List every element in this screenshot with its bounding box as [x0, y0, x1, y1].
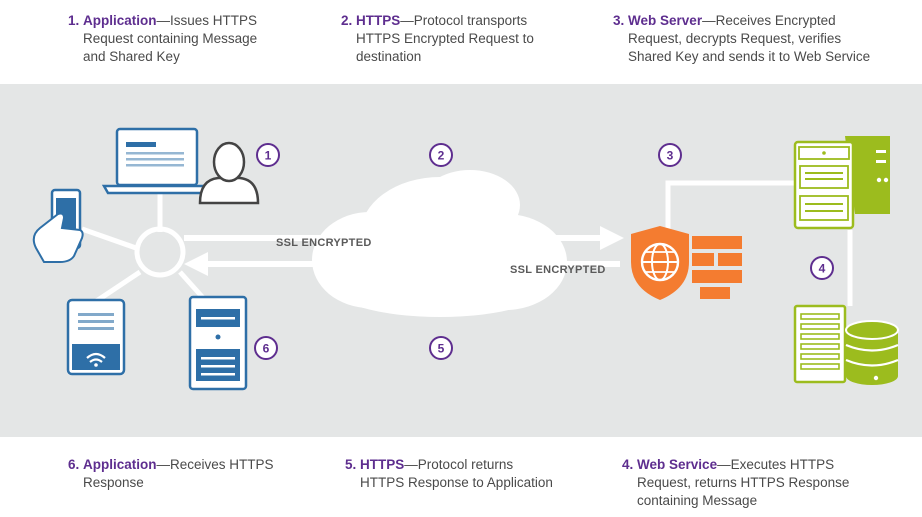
step-text: —Protocol transports	[400, 13, 528, 28]
step-number: 6.	[68, 457, 80, 472]
step-text: Request, returns HTTPS Response	[637, 475, 850, 490]
hub-connections	[81, 186, 207, 305]
step-4-description: 4. Web Service—Executes HTTPS Request, r…	[622, 456, 849, 510]
laptop-icon	[101, 127, 213, 195]
step-text: destination	[356, 49, 422, 64]
step-text: containing Message	[637, 493, 758, 508]
step-text: —Protocol returns	[404, 457, 514, 472]
step-title: HTTPS	[360, 457, 405, 472]
ssl-encrypted-label-response: SSL ENCRYPTED	[510, 264, 606, 276]
database-server-icon	[793, 304, 899, 385]
step-text: —Receives HTTPS	[156, 457, 274, 472]
step-marker-6: 6	[254, 336, 278, 360]
web-server-icon	[793, 136, 890, 230]
step-marker-4: 4	[810, 256, 834, 280]
step-text: and Shared Key	[83, 49, 180, 64]
step-text: HTTPS Response to Application	[360, 475, 553, 490]
step-text: Request containing Message	[83, 31, 258, 46]
step-marker-label: 6	[263, 342, 270, 356]
step-text: —Receives Encrypted	[702, 13, 836, 28]
step-text: HTTPS Encrypted Request to	[356, 31, 534, 46]
cloud-icon	[312, 170, 567, 317]
step-6-description: 6. Application—Receives HTTPS Response	[68, 456, 274, 492]
step-number: 5.	[345, 457, 357, 472]
step-text: Request, decrypts Request, verifies	[628, 31, 842, 46]
step-marker-label: 1	[265, 149, 272, 163]
firewall-icon	[631, 226, 742, 300]
step-number: 3.	[613, 13, 625, 28]
step-3-description: 3. Web Server—Receives Encrypted Request…	[613, 12, 870, 66]
step-marker-1: 1	[256, 143, 280, 167]
tablet-icon	[66, 298, 126, 376]
step-5-description: 5. HTTPS—Protocol returns HTTPS Response…	[345, 456, 553, 492]
step-text: Shared Key and sends it to Web Service	[628, 49, 871, 64]
step-number: 4.	[622, 457, 634, 472]
user-icon	[198, 141, 260, 205]
step-1-description: 1. Application—Issues HTTPS Request cont…	[68, 12, 257, 66]
step-number: 1.	[68, 13, 80, 28]
step-number: 2.	[341, 13, 353, 28]
server-connection	[665, 180, 853, 306]
step-marker-label: 5	[438, 342, 445, 356]
step-marker-3: 3	[658, 143, 682, 167]
step-title: Application	[83, 457, 157, 472]
desktop-tower-icon	[188, 295, 248, 391]
step-text: Response	[83, 475, 144, 490]
step-marker-label: 2	[438, 149, 445, 163]
step-text: —Executes HTTPS	[717, 457, 835, 472]
smartphone-icon	[32, 188, 84, 263]
step-title: Application	[83, 13, 157, 28]
step-title: HTTPS	[356, 13, 401, 28]
step-title: Web Server	[628, 13, 703, 28]
step-marker-label: 3	[667, 149, 674, 163]
step-marker-2: 2	[429, 143, 453, 167]
step-title: Web Service	[637, 457, 718, 472]
step-marker-label: 4	[819, 262, 826, 276]
step-text: —Issues HTTPS	[156, 13, 258, 28]
hub-icon	[134, 226, 186, 278]
step-marker-5: 5	[429, 336, 453, 360]
ssl-encrypted-label-request: SSL ENCRYPTED	[276, 237, 372, 249]
step-2-description: 2. HTTPS—Protocol transports HTTPS Encry…	[341, 12, 534, 66]
